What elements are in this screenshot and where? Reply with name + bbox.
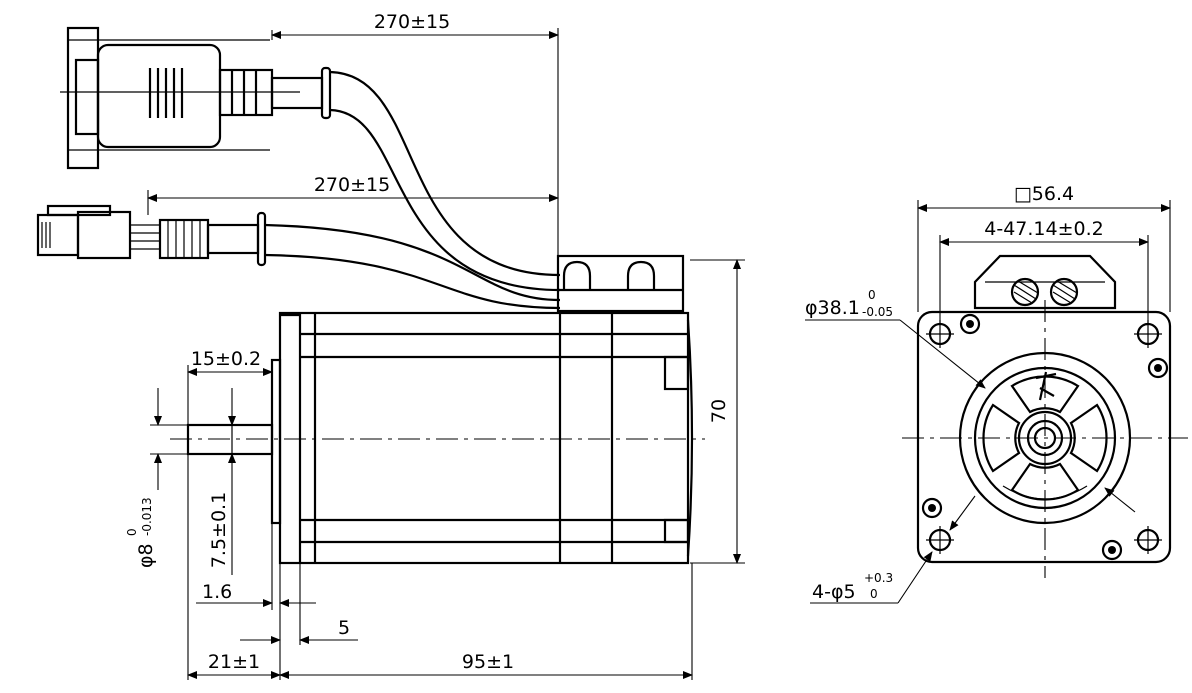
dim-shaft-diameter: φ8 0 -0.013 [125, 388, 188, 568]
dim-motor-height: 70 [690, 259, 745, 564]
label-cable-length-bottom: 270±15 [314, 174, 390, 196]
dim-flange-square: □56.4 [917, 183, 1171, 312]
label-mount-holes-upper: +0.3 [864, 571, 893, 585]
dim-key-width: 7.5±0.1 [208, 388, 236, 575]
label-shaft-extension: 21±1 [208, 651, 260, 673]
front-flange [916, 310, 1172, 564]
label-flange-square: □56.4 [1014, 183, 1074, 205]
label-bolt-spacing: 4-47.14±0.2 [984, 218, 1103, 240]
dim-pilot-diameter: φ38.1 0 -0.05 [805, 288, 1136, 513]
connector-box [556, 254, 685, 313]
label-shaft-diameter-lower: -0.013 [140, 497, 154, 536]
dim-pilot-depth: 5 [240, 617, 358, 644]
motor-body [278, 311, 694, 565]
db-grip-ribs [148, 68, 184, 118]
label-pilot-depth: 5 [338, 617, 350, 639]
label-cable-length-top: 270±15 [374, 11, 450, 33]
dim-shaft-extension: 21±1 [187, 651, 281, 679]
side-view: 270±15 270±15 70 15±0.2 [36, 11, 745, 680]
screws [921, 313, 1169, 561]
label-pilot-diameter: φ38.1 [805, 297, 860, 319]
label-flange-thickness: 1.6 [202, 581, 232, 603]
dim-mount-holes: 4-φ5 +0.3 0 [810, 495, 976, 604]
dim-flange-thickness: 1.6 [196, 581, 316, 607]
label-body-length: 95±1 [462, 651, 514, 673]
label-shaft-length: 15±0.2 [191, 348, 261, 370]
label-pilot-diameter-upper: 0 [868, 288, 876, 302]
db-connector [60, 26, 332, 170]
dim-cable-length-top: 270±15 [271, 11, 559, 256]
flange-pilot [270, 358, 282, 525]
label-mount-holes: 4-φ5 [812, 581, 856, 603]
label-key-width: 7.5±0.1 [208, 492, 230, 568]
dim-body-length: 95±1 [279, 651, 693, 679]
label-mount-holes-lower: 0 [870, 587, 878, 601]
dim-bolt-spacing: 4-47.14±0.2 [939, 218, 1149, 324]
dim-cable-length-bottom: 270±15 [147, 174, 559, 215]
power-connector [36, 204, 267, 267]
label-shaft-diameter: φ8 [135, 543, 157, 568]
mount-holes [926, 320, 1162, 554]
label-motor-height: 70 [708, 399, 730, 423]
front-view: □56.4 4-47.14±0.2 φ38.1 0 -0.05 4-φ5 +0.… [805, 183, 1188, 604]
front-connector [973, 254, 1117, 310]
label-shaft-diameter-upper: 0 [125, 528, 139, 536]
label-pilot-diameter-lower: -0.05 [862, 305, 893, 319]
dim-shaft-length: 15±0.2 [187, 348, 273, 424]
